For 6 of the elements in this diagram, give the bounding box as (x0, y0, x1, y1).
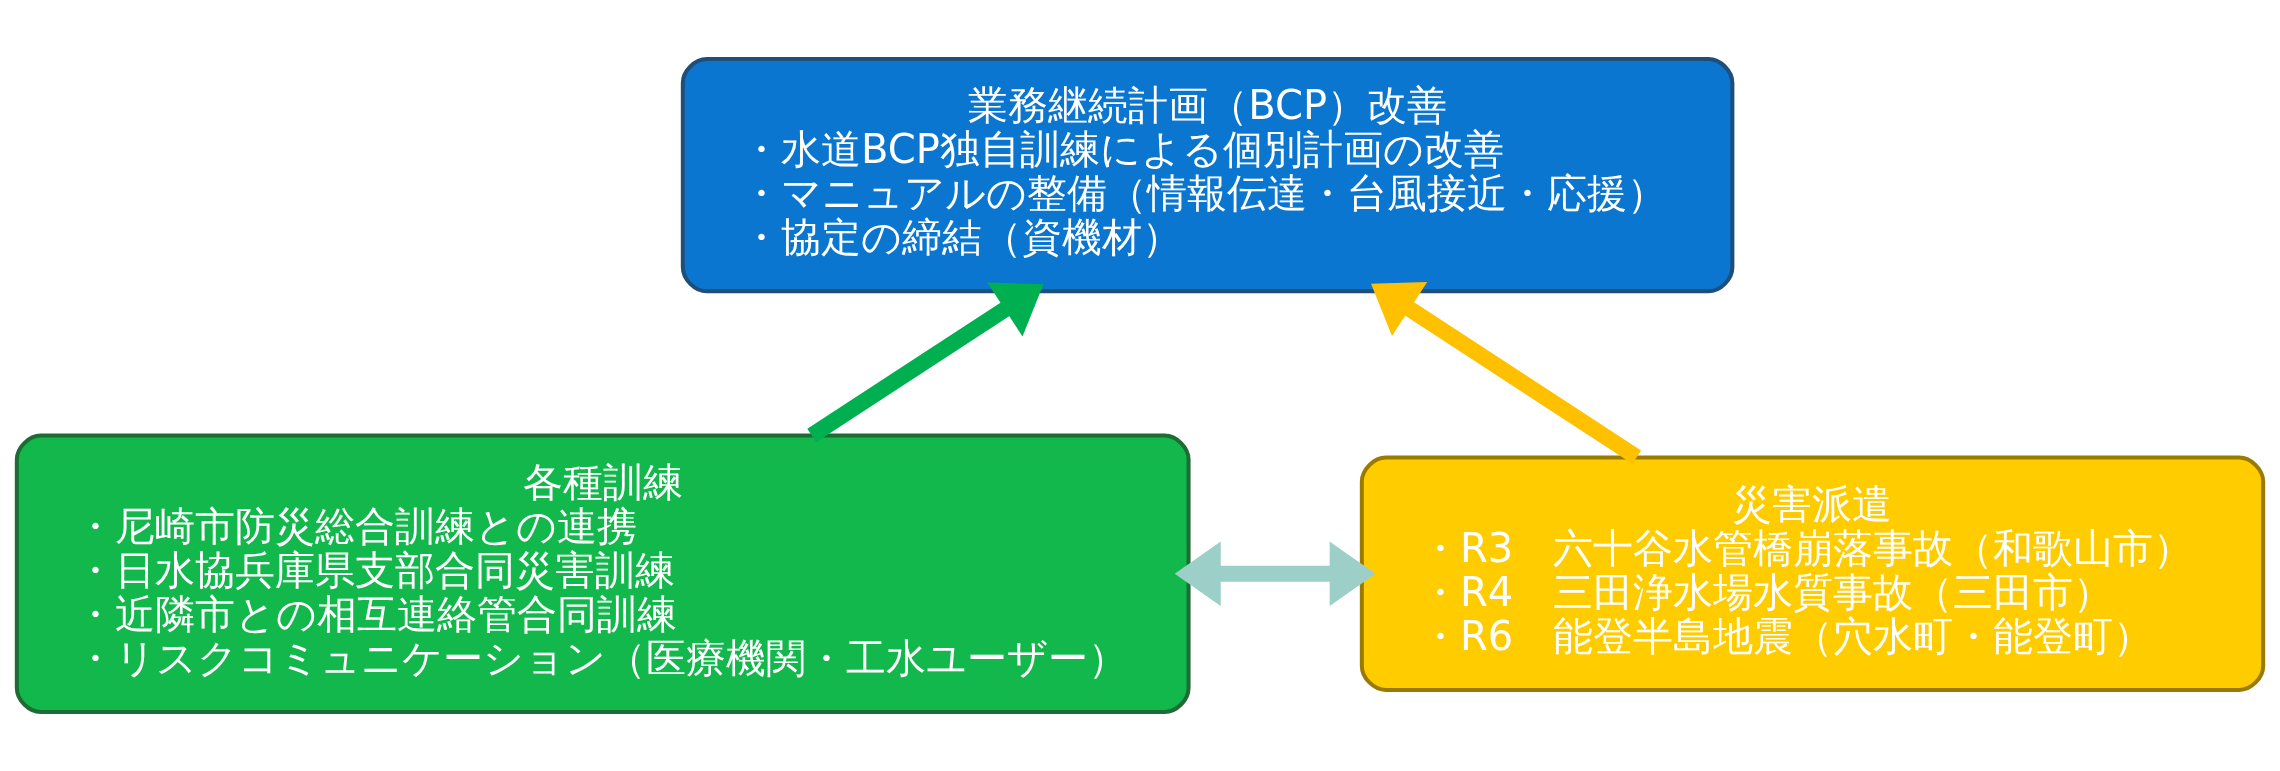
node-box: 業務継続計画（BCP）改善 ・水道BCP独自訓練による個別計画の改善 ・マニュアルの整備（情報伝達・台風接近・応援） ・協定の締結（資機材） (680, 57, 1735, 294)
node-box: 災害派遣 ・R3 六十谷水管橋崩落事故（和歌山市） ・R4 三田浄水場水質事故（三田市） ・R6 能登半島地震（穴水町・能登町） (1359, 455, 2266, 692)
arrow (1174, 541, 1376, 606)
node-box: 各種訓練 ・尼崎市防災総合訓練との連携 ・日水協兵庫県支部合同災害訓練 ・近隣市との相互連絡管合同訓練 ・リスクコミュニケーション（医療機関・工水ユーザー） (14, 433, 1191, 714)
arrow (807, 282, 1044, 443)
arrow (1371, 282, 1642, 464)
